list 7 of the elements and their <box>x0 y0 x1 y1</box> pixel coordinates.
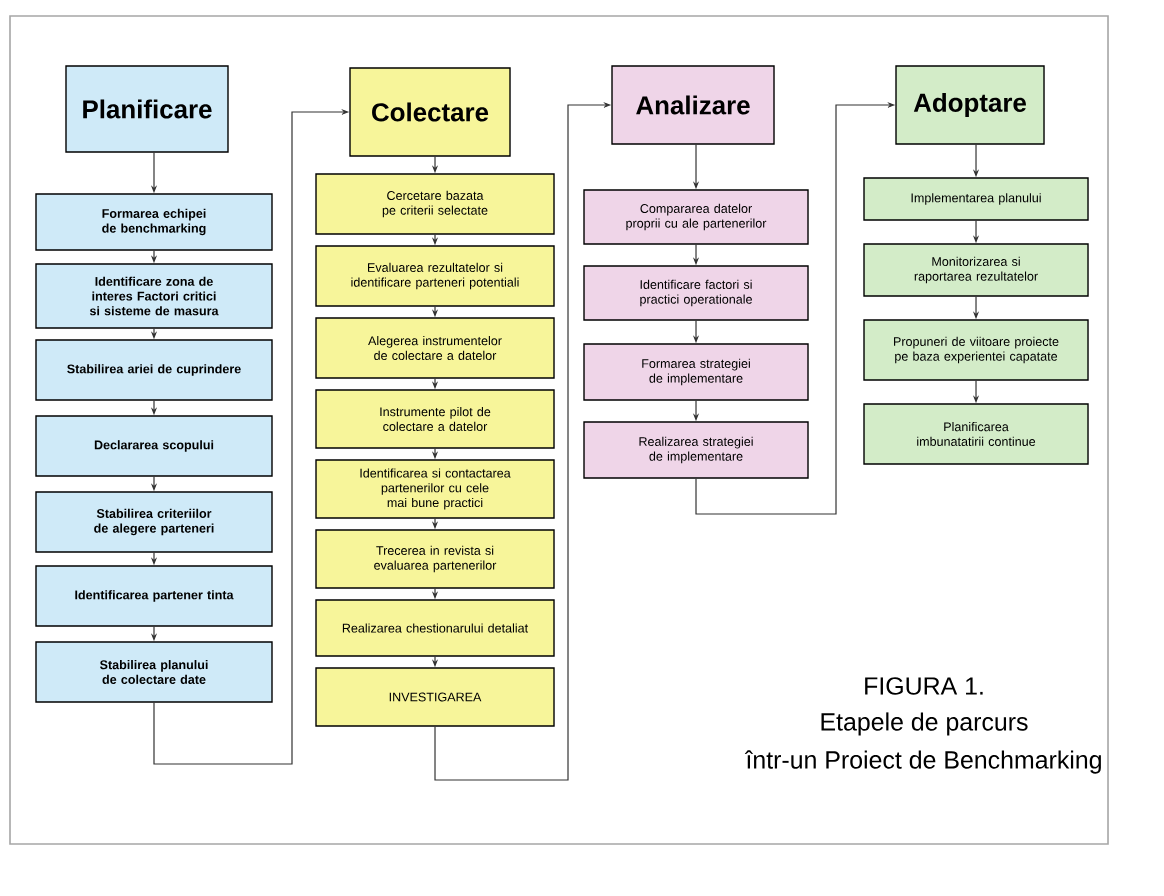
stage-box: Colectare <box>349 67 511 157</box>
caption-text: FIGURA 1. <box>865 677 983 695</box>
stage-box: Adoptare <box>895 65 1045 145</box>
stage-box: Planificare <box>65 65 229 153</box>
stage-box: Analizare <box>611 65 775 145</box>
caption-text: într-un Proiect de Benchmarking <box>744 750 1101 774</box>
caption-text: Etapele de parcurs <box>821 712 1028 736</box>
